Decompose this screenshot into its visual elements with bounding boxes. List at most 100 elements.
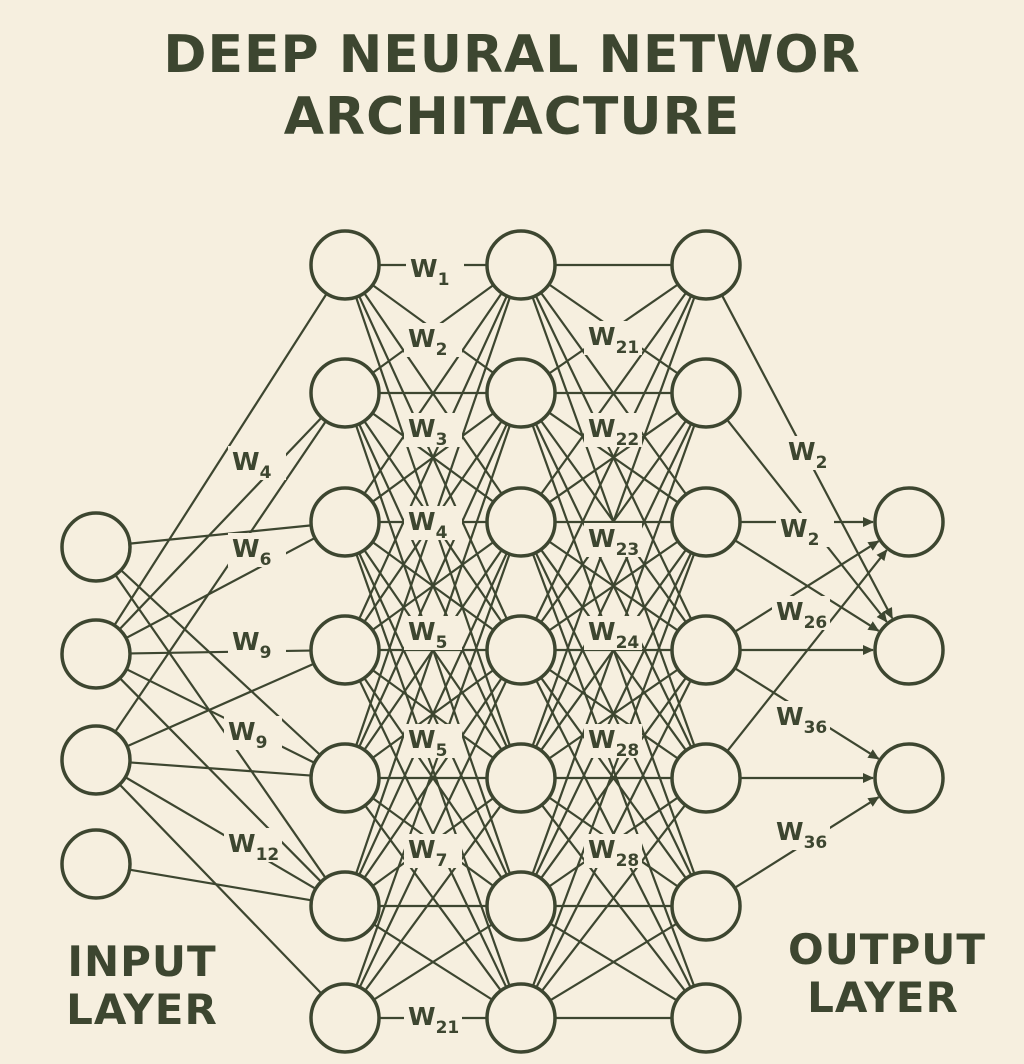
connection-line (126, 662, 315, 748)
weight-label-backing (584, 321, 642, 355)
weight-label-backing (404, 323, 462, 357)
weight-label: W36 (776, 817, 827, 853)
connection-line (125, 536, 316, 640)
input-neuron (60, 618, 132, 690)
hidden-1-neuron (309, 742, 381, 814)
connection-line (120, 569, 321, 756)
weight-label: W4 (232, 447, 272, 483)
connection-line (363, 677, 503, 879)
weight-label: W36 (776, 702, 827, 738)
weight-label: W2 (780, 514, 819, 550)
output-label-line-2: LAYER (807, 973, 959, 1022)
weight-label: W23 (588, 524, 639, 560)
connection-line (129, 524, 312, 545)
weight-label-group: W1W2W3W4W5W5W7W21W21W22W23W24W28W28W4W6W… (224, 253, 842, 1038)
hidden-3-neuron (670, 742, 742, 814)
output-neuron (873, 614, 945, 686)
input-layer-label: INPUT LAYER (52, 938, 232, 1034)
title-line-2: ARCHITACTURE (283, 87, 741, 147)
weight-label-backing (404, 724, 462, 758)
connection-line (355, 553, 511, 987)
weight-label: W5 (408, 617, 447, 653)
input-neuron (60, 724, 132, 796)
connection-line (113, 293, 328, 626)
connection-line (534, 295, 693, 620)
connection-line (129, 761, 312, 777)
weight-label: W5 (408, 725, 447, 761)
weight-label-backing (772, 816, 830, 850)
hidden-2-neuron (485, 870, 557, 942)
hidden-3-neuron (670, 870, 742, 942)
weight-label-backing (224, 716, 282, 750)
weight-label-backing (224, 828, 282, 862)
connection-arrow (726, 549, 888, 753)
connection-line (125, 668, 316, 764)
connection-arrow (734, 540, 880, 633)
connection-line (118, 416, 323, 631)
weight-label-backing (228, 626, 286, 660)
weight-label-backing (584, 834, 642, 868)
weight-label: W21 (408, 1002, 459, 1038)
weight-label: W1 (410, 254, 449, 290)
weight-label: W2 (788, 437, 827, 473)
output-label-line-1: OUTPUT (788, 925, 986, 974)
weight-label-backing (228, 533, 286, 567)
connection-line (124, 776, 317, 890)
weight-label-backing (772, 701, 830, 735)
weight-label: W28 (588, 835, 639, 871)
weight-label-backing (784, 436, 842, 470)
connection-line (540, 676, 687, 880)
connection-line (358, 552, 508, 876)
connection-line (363, 292, 503, 495)
weight-label: W6 (232, 534, 271, 570)
weight-label-backing (404, 1001, 462, 1035)
weight-label: W9 (232, 627, 271, 663)
hidden-2-neuron (485, 982, 557, 1054)
hidden-2-neuron (485, 614, 557, 686)
weight-label: W2 (408, 324, 447, 360)
weight-label-backing (584, 523, 642, 557)
weight-label: W21 (588, 322, 639, 358)
hidden-1-neuron (309, 229, 381, 301)
hidden-2-neuron (485, 742, 557, 814)
connection-line (358, 295, 508, 620)
diagram-title: DEEP NEURAL NETWOR ARCHITACTURE (0, 24, 1024, 148)
hidden-1-neuron (309, 870, 381, 942)
input-label-line-1: INPUT (67, 937, 217, 986)
hidden-3-neuron (670, 614, 742, 686)
weight-label-backing (406, 253, 464, 287)
connection-line (129, 868, 312, 902)
connection-line (549, 922, 678, 1002)
hidden-1-neuron (309, 357, 381, 429)
connection-line (539, 291, 688, 496)
output-neuron (873, 486, 945, 558)
weight-label: W9 (228, 717, 267, 753)
hidden-2-neuron (485, 486, 557, 558)
connection-line (114, 420, 327, 733)
hidden-1-neuron (309, 486, 381, 558)
weight-label-backing (584, 724, 642, 758)
connection-line (364, 804, 502, 992)
connection-line (119, 677, 322, 883)
hidden-2-neuron (485, 229, 557, 301)
connection-line (531, 553, 696, 987)
weight-label-backing (584, 616, 642, 650)
hidden-3-neuron (670, 486, 742, 558)
output-neuron (873, 742, 945, 814)
hidden-1-neuron (309, 614, 381, 686)
neuron-group (60, 229, 945, 1054)
connection-line (531, 296, 696, 747)
input-neuron (60, 828, 132, 900)
hidden-2-neuron (485, 357, 557, 429)
weight-label: W12 (228, 829, 279, 865)
input-neuron (60, 511, 132, 583)
weight-label: W26 (776, 597, 827, 633)
connection-line (358, 423, 508, 748)
weight-label-backing (404, 413, 462, 447)
input-label-line-2: LAYER (66, 985, 218, 1034)
weight-label-backing (228, 446, 286, 480)
hidden-3-neuron (670, 982, 742, 1054)
weight-label: W7 (408, 835, 447, 871)
